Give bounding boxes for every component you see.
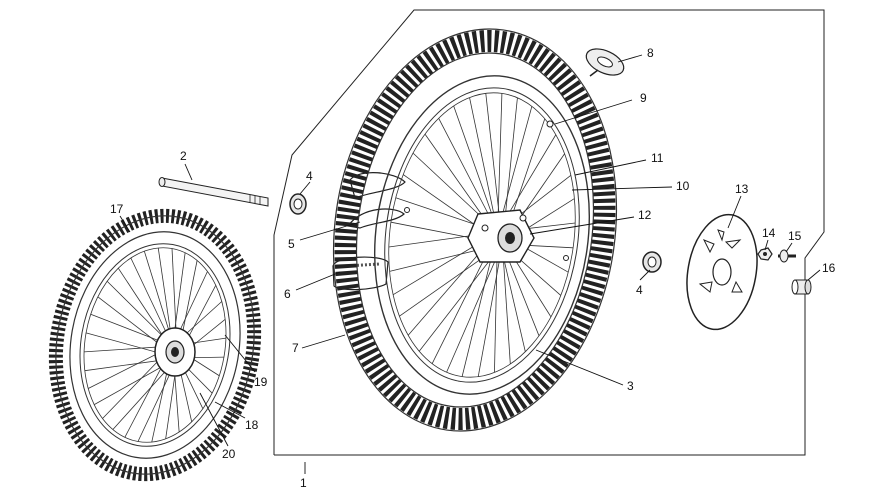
spoke (497, 93, 503, 233)
nut (757, 247, 773, 261)
tyre-valve (585, 48, 625, 77)
main-wheel (332, 28, 618, 432)
callout-16: 16 (822, 261, 836, 275)
callout-20: 20 (222, 447, 236, 461)
callout-labels: 1 2 3 4 4 5 6 7 8 9 10 11 12 13 14 15 16… (110, 46, 836, 490)
callout-19: 19 (254, 375, 268, 389)
callout-9: 9 (640, 91, 647, 105)
spoke (469, 97, 498, 233)
screw (778, 249, 796, 263)
small-wheel-hub (154, 327, 196, 377)
callout-13: 13 (735, 182, 749, 196)
callout-3: 3 (627, 379, 634, 393)
oil-seal-right (642, 251, 662, 273)
spoke (446, 243, 503, 373)
spacer (791, 279, 812, 295)
complete-wheel-small (48, 208, 262, 482)
spoke (477, 243, 503, 377)
callout-15: 15 (788, 229, 802, 243)
callout-4-left: 4 (306, 169, 313, 183)
leader-lines (119, 54, 821, 474)
brake-disc (686, 213, 758, 331)
callout-2: 2 (180, 149, 187, 163)
spoke (502, 243, 511, 365)
callout-7: 7 (292, 341, 299, 355)
main-wheel-hub (467, 209, 535, 263)
oil-seal-left (289, 193, 307, 215)
callout-14: 14 (762, 226, 776, 240)
assembly-frame (273, 9, 825, 456)
callout-4-right: 4 (636, 283, 643, 297)
callout-1: 1 (300, 476, 307, 490)
callout-8: 8 (647, 46, 654, 60)
callout-10: 10 (676, 179, 690, 193)
callout-17: 17 (110, 202, 124, 216)
wheel-axle (158, 177, 269, 207)
callout-6: 6 (284, 287, 291, 301)
callout-12: 12 (638, 208, 652, 222)
callout-11: 11 (651, 151, 664, 165)
callout-18: 18 (245, 418, 259, 432)
callout-5: 5 (288, 237, 295, 251)
